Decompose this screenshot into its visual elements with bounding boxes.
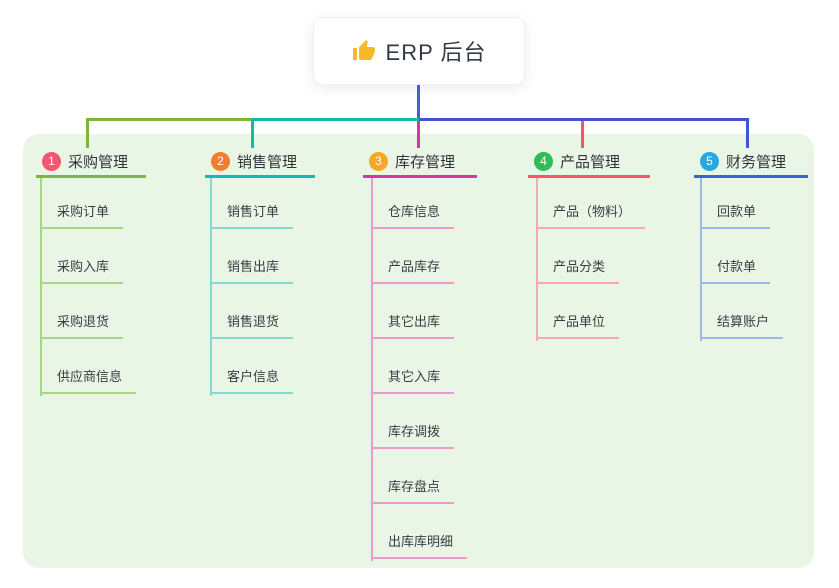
branch-title-label: 销售管理 — [237, 153, 298, 171]
node-other-inbound[interactable]: 其它入库 — [371, 362, 455, 394]
branch2-drop-connector — [251, 118, 254, 148]
branch-number-badge: 3 — [369, 151, 388, 171]
branch-title-label: 采购管理 — [68, 153, 129, 171]
root-node-label: ERP 后台 — [385, 40, 487, 65]
branch2-horizontal-connector — [251, 118, 419, 121]
node-product-material[interactable]: 产品（物料） — [536, 197, 646, 229]
node-product-unit[interactable]: 产品单位 — [536, 307, 620, 339]
branch5-spine-line — [700, 178, 702, 341]
node-supplier-info[interactable]: 供应商信息 — [40, 362, 137, 394]
branch3-spine-line — [371, 178, 373, 561]
branch-number-badge: 5 — [700, 151, 719, 171]
node-product-category[interactable]: 产品分类 — [536, 252, 620, 284]
branch-title-purchase[interactable]: 1 采购管理 — [36, 147, 146, 178]
branch-title-label: 产品管理 — [560, 153, 621, 171]
branch-number-badge: 2 — [211, 151, 230, 171]
branch5-horizontal-connector — [419, 118, 749, 121]
node-sales-outbound[interactable]: 销售出库 — [210, 252, 294, 284]
node-outbound-detail[interactable]: 出库库明细 — [371, 527, 468, 559]
branch1-drop-connector — [86, 118, 89, 148]
node-sales-order[interactable]: 销售订单 — [210, 197, 294, 229]
node-stock-check[interactable]: 库存盘点 — [371, 472, 455, 504]
branch1-spine-line — [40, 178, 42, 396]
node-other-outbound[interactable]: 其它出库 — [371, 307, 455, 339]
node-settlement-account[interactable]: 结算账户 — [700, 307, 784, 339]
branch-title-label: 财务管理 — [726, 153, 787, 171]
mindmap-background-panel — [23, 134, 814, 568]
branch4-drop-connector — [581, 121, 584, 148]
branch-title-finance[interactable]: 5 财务管理 — [694, 147, 808, 178]
thumbs-up-icon — [352, 39, 376, 63]
node-sales-return[interactable]: 销售退货 — [210, 307, 294, 339]
node-product-stock[interactable]: 产品库存 — [371, 252, 455, 284]
branch-title-product[interactable]: 4 产品管理 — [528, 147, 650, 178]
node-warehouse-info[interactable]: 仓库信息 — [371, 197, 455, 229]
root-node-erp-backend[interactable]: ERP 后台 — [313, 17, 525, 85]
branch-number-badge: 4 — [534, 151, 553, 171]
branch3-drop-connector — [417, 121, 420, 148]
branch5-drop-connector — [746, 118, 749, 148]
branch-title-label: 库存管理 — [395, 153, 456, 171]
trunk-connector-line — [417, 83, 420, 120]
branch2-spine-line — [210, 178, 212, 396]
branch1-horizontal-connector — [86, 118, 253, 121]
node-stock-transfer[interactable]: 库存调拨 — [371, 417, 455, 449]
branch-title-inventory[interactable]: 3 库存管理 — [363, 147, 477, 178]
node-customer-info[interactable]: 客户信息 — [210, 362, 294, 394]
branch4-spine-line — [536, 178, 538, 341]
node-receipt-bill[interactable]: 回款单 — [700, 197, 771, 229]
node-purchase-order[interactable]: 采购订单 — [40, 197, 124, 229]
node-payment-bill[interactable]: 付款单 — [700, 252, 771, 284]
node-purchase-return[interactable]: 采购退货 — [40, 307, 124, 339]
branch-title-sales[interactable]: 2 销售管理 — [205, 147, 315, 178]
branch-number-badge: 1 — [42, 151, 61, 171]
node-purchase-inbound[interactable]: 采购入库 — [40, 252, 124, 284]
